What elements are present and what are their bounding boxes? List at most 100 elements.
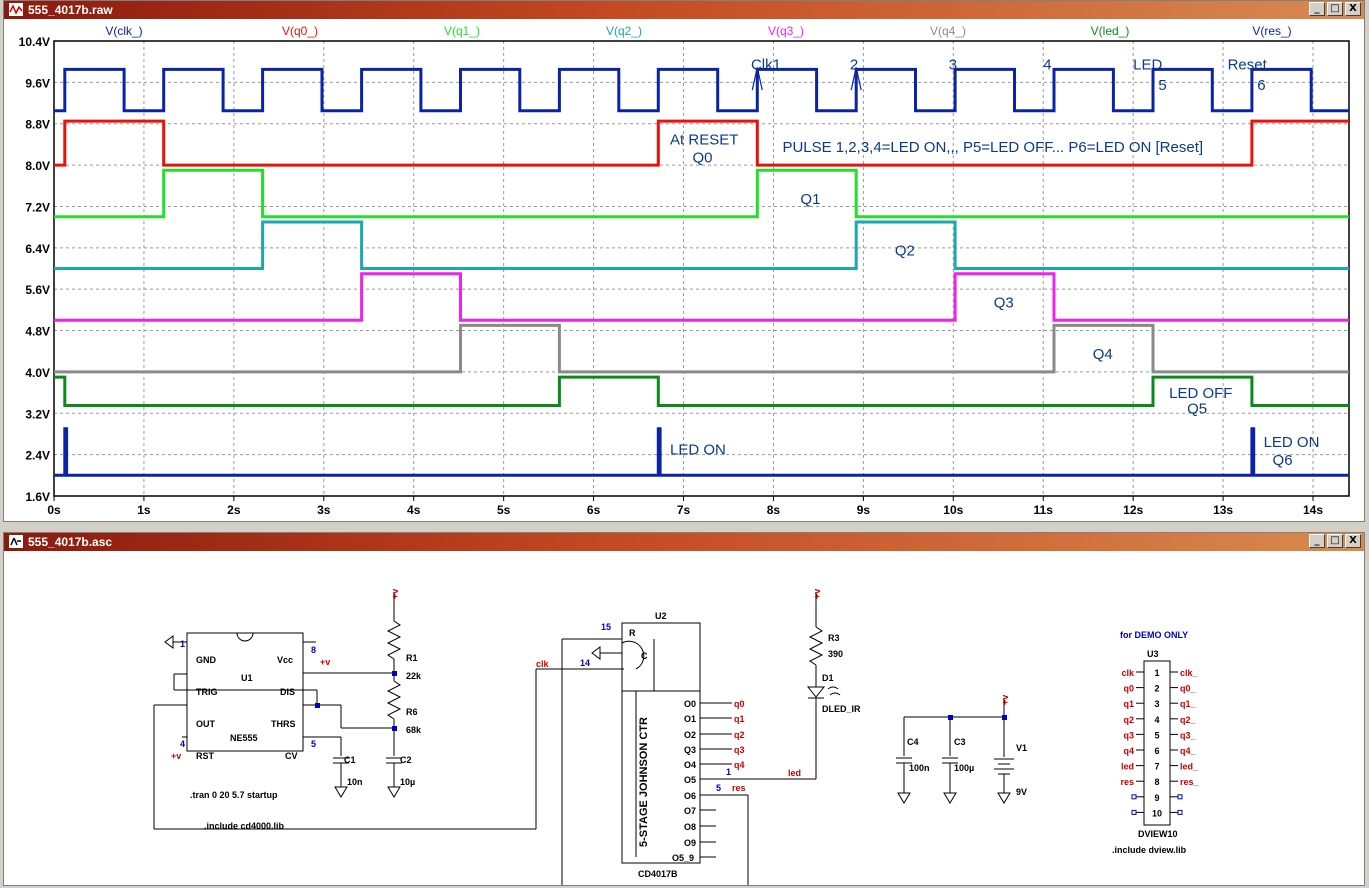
- u3-part: DVIEW10: [1138, 829, 1178, 839]
- trace-label[interactable]: V(q1_): [444, 24, 480, 38]
- trace-label[interactable]: V(q0_): [282, 24, 318, 38]
- u1-pin-num: 1: [180, 639, 185, 649]
- y-tick-label: 3.2V: [25, 407, 50, 421]
- plot-annotation: Q0: [693, 150, 713, 167]
- close-button[interactable]: X: [1345, 534, 1361, 548]
- close-button[interactable]: X: [1345, 2, 1361, 16]
- u2-out: O2: [684, 730, 696, 740]
- net-q3: q3: [734, 745, 745, 755]
- u3-net-right: led_: [1180, 762, 1199, 772]
- supply-v1: +v: [1000, 695, 1010, 705]
- trace-vres: [54, 427, 1349, 477]
- plot-annotation: Reset: [1228, 56, 1268, 73]
- x-tick-label: 5s: [497, 503, 511, 517]
- net-q1: q1: [734, 714, 745, 724]
- trace-vq3: [54, 272, 1349, 322]
- d1-ref: D1: [822, 673, 834, 683]
- tran-directive[interactable]: .tran 0 20 5.7 startup: [190, 790, 278, 800]
- u2-out: O6: [684, 791, 696, 801]
- x-tick-label: 1s: [137, 503, 151, 517]
- u2-part: CD4017B: [638, 869, 678, 879]
- plot-annotation: 3: [949, 56, 957, 73]
- u1-pin-thrs: THRS: [271, 719, 296, 729]
- y-tick-label: 7.2V: [25, 200, 50, 214]
- u3-pin-num: 10: [1152, 808, 1162, 818]
- r6-ref: R6: [406, 707, 418, 717]
- u3-net-left: q3: [1123, 730, 1134, 740]
- trace-label[interactable]: V(clk_): [105, 24, 142, 38]
- c3-value: 100µ: [954, 763, 974, 773]
- dview-body[interactable]: [1143, 660, 1171, 826]
- plot-annotation: Q5: [1187, 400, 1207, 417]
- u2-out: Q3: [684, 745, 696, 755]
- u1-pin-gnd: GND: [196, 655, 217, 665]
- rst-supply: +v: [171, 751, 181, 761]
- u3-open-pin: [1131, 809, 1137, 815]
- u3-net-right: q4_: [1180, 746, 1197, 756]
- d1-value: DLED_IR: [822, 704, 861, 714]
- u3-pin-num: 3: [1154, 699, 1159, 709]
- u3-open-pin: [1177, 794, 1183, 800]
- u3-pin-num: 2: [1154, 684, 1159, 694]
- maximize-button[interactable]: □: [1327, 534, 1343, 548]
- schematic-window: 555_4017b.asc _ □ X: [3, 532, 1365, 886]
- maximize-button[interactable]: □: [1327, 2, 1343, 16]
- u1-pin-trig: TRIG: [196, 687, 218, 697]
- trace-vclk: [54, 67, 1349, 113]
- supply-r1: +v: [390, 589, 400, 599]
- x-tick-label: 7s: [677, 503, 691, 517]
- plot-annotation: 2: [850, 56, 858, 73]
- ne555-body[interactable]: [186, 632, 304, 752]
- edge-marker: [751, 67, 763, 91]
- include-dview[interactable]: .include dview.lib: [1112, 845, 1187, 855]
- plot-annotation: PULSE 1,2,3,4=LED ON,,, P5=LED OFF... P6…: [782, 139, 1203, 156]
- u2-body-label: 5-STAGE JOHNSON CTR: [638, 717, 650, 847]
- plot-annotation: LED ON: [1264, 434, 1320, 451]
- minimize-button[interactable]: _: [1309, 2, 1325, 16]
- u3-net-left: res: [1120, 777, 1134, 787]
- trace-label[interactable]: V(q2_): [606, 24, 642, 38]
- plot-annotation: Q1: [800, 191, 820, 208]
- trace-label[interactable]: V(q4_): [930, 24, 966, 38]
- y-tick-label: 4.8V: [25, 325, 50, 339]
- u1-pin-out: OUT: [196, 719, 216, 729]
- u3-pin-num: 4: [1154, 715, 1159, 725]
- net-q4: q4: [734, 760, 745, 770]
- u2-out: O5: [684, 775, 696, 785]
- y-tick-label: 6.4V: [25, 242, 50, 256]
- trace-label[interactable]: V(res_): [1252, 24, 1291, 38]
- u2-out: O7: [684, 806, 696, 816]
- waveform-window-icon: [9, 3, 23, 16]
- u1-pin-rst: RST: [196, 751, 215, 761]
- waveform-titlebar[interactable]: 555_4017b.raw _ □ X: [4, 1, 1364, 19]
- net-clk: clk: [536, 659, 550, 669]
- schematic-window-title: 555_4017b.asc: [28, 535, 113, 549]
- schematic-canvas[interactable]: 1 8 4 5 15 14 1 5 for DEMO ONLY GND TRIG…: [4, 551, 1364, 885]
- trace-label[interactable]: V(led_): [1091, 24, 1130, 38]
- x-tick-label: 2s: [227, 503, 241, 517]
- u2-out: O1: [684, 714, 696, 724]
- v1-ref: V1: [1016, 743, 1027, 753]
- plot-annotation: Q2: [895, 243, 915, 260]
- u3-pin-num: 6: [1154, 746, 1159, 756]
- y-tick-label: 5.6V: [25, 283, 50, 297]
- schematic-titlebar[interactable]: 555_4017b.asc _ □ X: [4, 533, 1364, 551]
- u3-net-right: res_: [1180, 777, 1200, 787]
- u1-pin-dis: DIS: [280, 687, 295, 697]
- include-directive[interactable]: .include cd4000.lib: [204, 821, 285, 831]
- r6-value: 68k: [406, 725, 422, 735]
- trace-vq0: [54, 119, 1349, 167]
- x-tick-label: 8s: [767, 503, 781, 517]
- plot-annotation: 5: [1158, 77, 1166, 94]
- minimize-button[interactable]: _: [1309, 534, 1325, 548]
- net-q2: q2: [734, 730, 745, 740]
- u3-net-left: clk: [1121, 668, 1135, 678]
- c2-value: 10µ: [400, 777, 415, 787]
- y-tick-label: 4.0V: [25, 366, 50, 380]
- trace-label[interactable]: V(q3_): [768, 24, 804, 38]
- plot-annotation: LED OFF: [1169, 385, 1232, 402]
- cd4017-body[interactable]: [621, 622, 701, 864]
- c1-ref: C1: [344, 755, 356, 765]
